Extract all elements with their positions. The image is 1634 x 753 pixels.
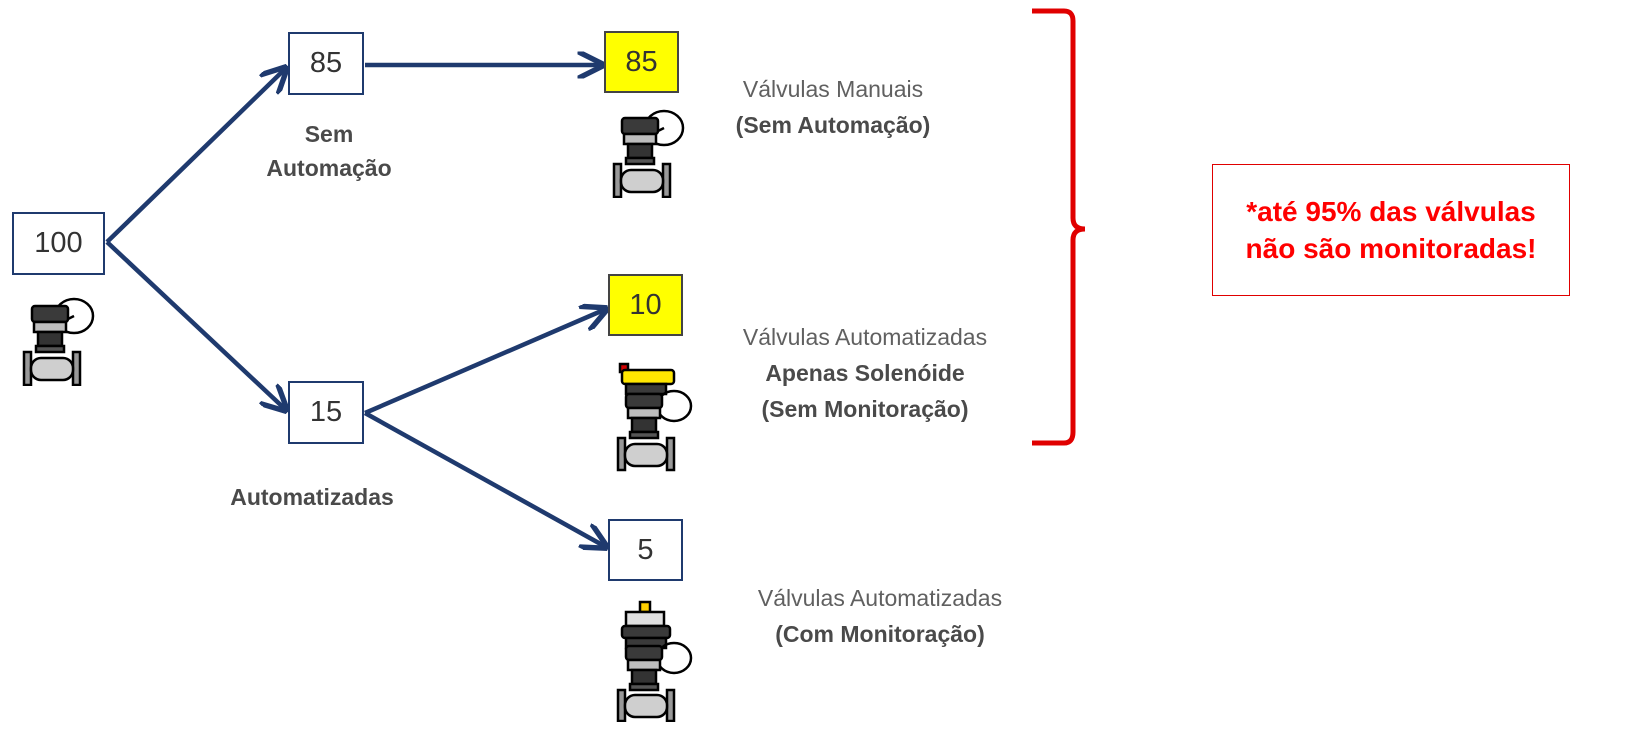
branch-label-automatizadas: Automatizadas <box>230 484 394 510</box>
callout-note: *até 95% das válvulas não são monitorada… <box>1212 164 1570 296</box>
branch-label-sem-automacao: Sem Automação <box>244 117 414 185</box>
arrow-automatizadas-to-solenoide <box>364 309 606 416</box>
node-manuais: 85 <box>604 31 679 93</box>
manual-valve-icon <box>22 297 95 386</box>
solenoid-valve-icon <box>616 362 693 472</box>
desc-solenoide-line2: Apenas Solenóide <box>765 360 965 386</box>
desc-manuais-line2: (Sem Automação) <box>735 112 931 138</box>
arrow-automatizadas-to-monitoradas <box>363 411 606 547</box>
desc-solenoide: Válvulas Automatizadas Apenas Solenóide … <box>705 319 1025 427</box>
node-automatizadas: 15 <box>288 381 364 444</box>
desc-manuais: Válvulas Manuais (Sem Automação) <box>693 71 973 143</box>
node-solenoide: 10 <box>608 274 683 336</box>
desc-solenoide-line3: (Sem Monitoração) <box>761 396 969 422</box>
arrow-total-to-automatizadas <box>105 240 286 410</box>
node-total: 100 <box>12 212 105 275</box>
callout-note-line2: não são monitoradas! <box>1245 233 1537 264</box>
branch-label-sem-automacao-line1: Sem <box>304 121 354 147</box>
callout-note-line1: *até 95% das válvulas <box>1246 196 1536 227</box>
desc-monitoradas: Válvulas Automatizadas (Com Monitoração) <box>720 580 1040 652</box>
node-monitoradas: 5 <box>608 519 683 581</box>
monitored-valve-icon <box>616 600 693 722</box>
node-sem-automacao: 85 <box>288 32 364 95</box>
manual-valve-icon <box>612 109 685 198</box>
arrow-total-to-sem-automacao <box>105 68 286 244</box>
desc-solenoide-line1: Válvulas Automatizadas <box>742 324 988 350</box>
grouping-brace <box>1032 8 1086 446</box>
desc-monitoradas-line2: (Com Monitoração) <box>775 621 985 647</box>
desc-manuais-line1: Válvulas Manuais <box>742 76 924 102</box>
desc-monitoradas-line1: Válvulas Automatizadas <box>757 585 1003 611</box>
branch-label-sem-automacao-line2: Automação <box>266 155 392 181</box>
